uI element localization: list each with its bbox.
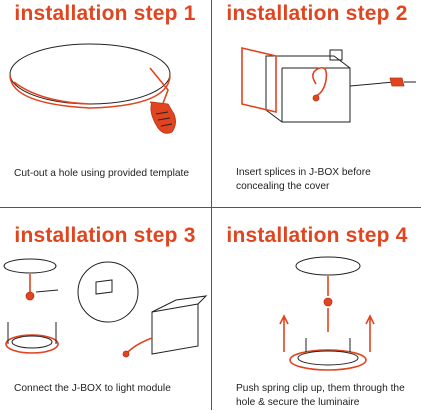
vertical-divider xyxy=(211,0,212,410)
junction-box-illustration xyxy=(241,46,416,123)
step-1-caption: Cut-out a hole using provided template xyxy=(14,168,189,179)
step-4-panel: installation step 4 Push spring clip up,… xyxy=(212,208,421,414)
step-3-caption: Connect the J-BOX to light module xyxy=(14,383,171,394)
step-4-title: installation step 4 xyxy=(226,224,408,247)
luminaire-mount-illustration xyxy=(279,256,375,371)
ceiling-cutout-illustration xyxy=(9,43,176,134)
step-3-title: installation step 3 xyxy=(14,224,196,247)
step-2-title: installation step 2 xyxy=(226,2,408,25)
horizontal-divider xyxy=(0,207,421,208)
connection-illustration xyxy=(3,258,208,358)
step-2-caption: Insert splices in J-BOX before concealin… xyxy=(236,167,371,192)
step-4-caption: Push spring clip up, them through the ho… xyxy=(236,383,405,408)
step-3-panel: installation step 3 Connect the J-BOX to… xyxy=(0,208,210,414)
step-1-title: installation step 1 xyxy=(14,2,196,25)
step-2-panel: installation step 2 Insert splices in J-… xyxy=(212,0,421,206)
step-1-panel: installation step 1 Cut-out a hole using… xyxy=(0,0,210,206)
